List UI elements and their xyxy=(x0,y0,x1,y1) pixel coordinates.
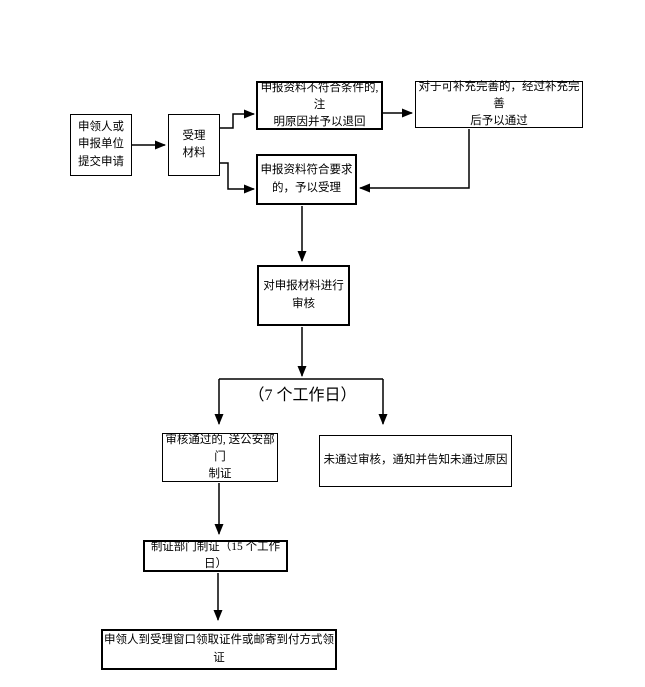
flow-node-review-materials: 对申报材料进行 审核 xyxy=(257,265,350,326)
arrow-supplement-to-qualified xyxy=(359,129,470,193)
flow-node-approved-send-production: 审核通过的, 送公安部门 制证 xyxy=(162,433,278,482)
flow-node-produce-certificate: 制证部门制证（15 个工作日） xyxy=(143,540,288,572)
arrow-accept-to-qualified xyxy=(219,162,255,194)
flow-node-pickup-certificate: 申领人到受理窗口领取证件或邮寄到付方式领证 xyxy=(101,629,337,670)
flow-node-qualified-accept: 申报资料符合要求 的，予以受理 xyxy=(256,154,357,205)
flow-node-apply: 申领人或 申报单位 提交申请 xyxy=(70,114,132,176)
review-duration-label: （7 个工作日） xyxy=(248,387,357,404)
arrow-accept-to-reject xyxy=(219,109,255,129)
flow-node-supplement-pass: 对于可补充完善的，经过补充完善 后予以通过 xyxy=(415,81,583,128)
flow-node-reject-return: 申报资料不符合条件的,注 明原因并予以退回 xyxy=(256,81,383,130)
flow-node-accept-materials: 受理 材料 xyxy=(168,114,220,176)
flow-node-not-approved-notify: 未通过审核，通知并告知未通过原因 xyxy=(319,435,512,487)
